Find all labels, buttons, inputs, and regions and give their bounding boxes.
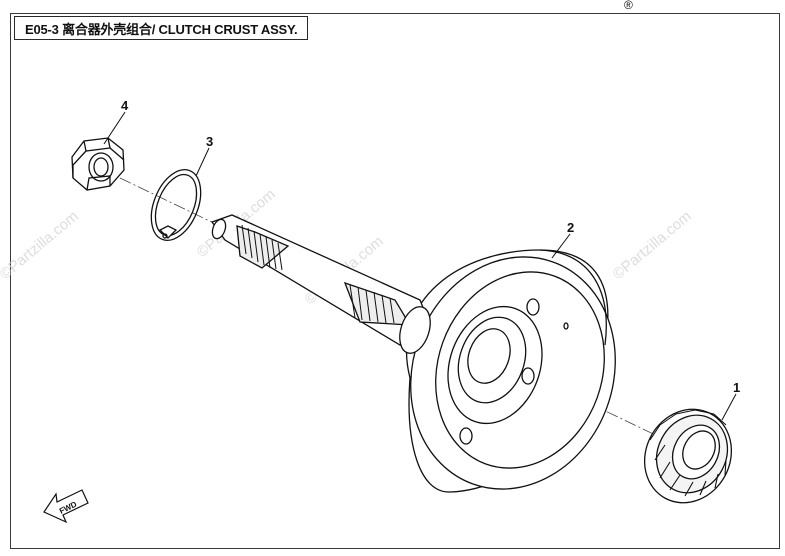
hex-nut-part-4	[71, 137, 125, 191]
registered-mark: ®	[624, 0, 633, 12]
watermark-1: ©Partzilla.com	[0, 208, 82, 283]
fwd-arrow-icon: FWD	[43, 489, 89, 524]
callout-2: 2	[567, 220, 574, 235]
snap-ring-part-3	[150, 169, 202, 241]
diagram-title: E05-3 离合器外壳组合/ CLUTCH CRUST ASSY.	[14, 16, 309, 40]
clutch-shell-part-2	[210, 214, 616, 493]
leader-lines	[103, 111, 737, 421]
watermark-4: ©Partzilla.com	[610, 208, 695, 283]
callout-4: 4	[121, 98, 129, 113]
callout-3: 3	[206, 134, 213, 149]
diagram-frame	[10, 13, 780, 549]
callout-1: 1	[733, 380, 740, 395]
one-way-clutch-part-1	[643, 408, 733, 504]
